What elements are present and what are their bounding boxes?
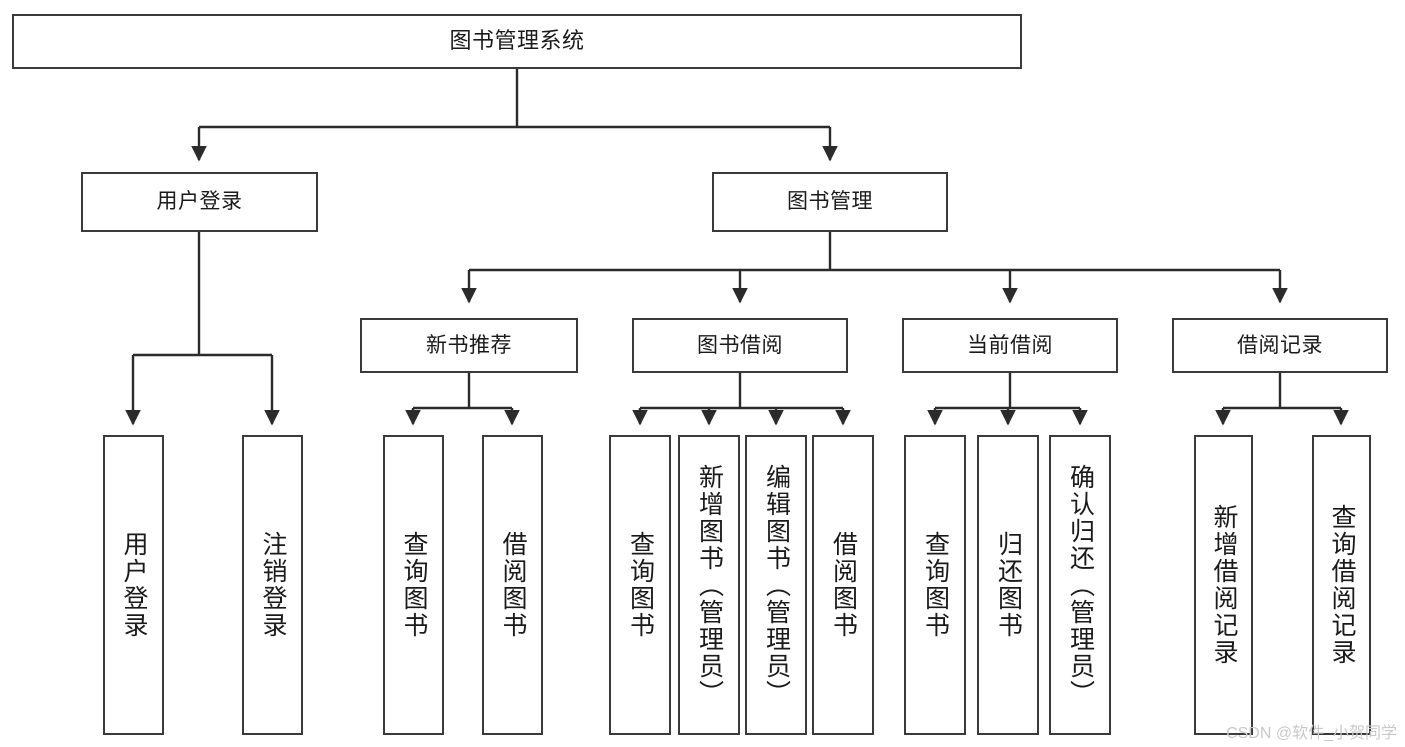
csdn-watermark: CSDN @软件_小贺同学 — [1226, 725, 1397, 742]
leaf-query-book-3-label: 查询图书 — [921, 531, 950, 639]
node-new-book-recommend-label: 新书推荐 — [426, 333, 512, 357]
leaf-return-book-label: 归还图书 — [994, 531, 1023, 639]
node-new-book-recommend[interactable]: 新书推荐 — [360, 318, 578, 373]
leaf-user-login-label: 用户登录 — [120, 531, 148, 639]
node-current-borrow[interactable]: 当前借阅 — [902, 318, 1118, 373]
leaf-borrow-book-2[interactable]: 借阅图书 — [812, 435, 874, 735]
leaf-borrow-book-1-label: 借阅图书 — [499, 531, 527, 639]
node-borrow-record[interactable]: 借阅记录 — [1172, 318, 1388, 373]
leaf-add-record[interactable]: 新增借阅记录 — [1194, 435, 1253, 735]
leaf-edit-book[interactable]: 编辑图书（管理员） — [745, 435, 807, 735]
node-book-manage-label: 图书管理 — [787, 190, 873, 214]
node-book-borrow-label: 图书借阅 — [697, 333, 783, 357]
node-root[interactable]: 图书管理系统 — [12, 14, 1022, 69]
leaf-logout[interactable]: 注销登录 — [242, 435, 303, 735]
leaf-edit-book-label: 编辑图书（管理员） — [762, 463, 791, 707]
leaf-confirm-return-label: 确认归还（管理员） — [1066, 463, 1095, 707]
leaf-query-book-1-label: 查询图书 — [400, 531, 428, 639]
node-user-login[interactable]: 用户登录 — [81, 172, 318, 232]
leaf-add-book[interactable]: 新增图书（管理员） — [678, 435, 740, 735]
node-current-borrow-label: 当前借阅 — [967, 333, 1053, 357]
node-book-manage[interactable]: 图书管理 — [712, 172, 948, 232]
leaf-query-book-2-label: 查询图书 — [626, 531, 655, 639]
node-borrow-record-label: 借阅记录 — [1237, 333, 1323, 357]
leaf-query-book-1[interactable]: 查询图书 — [383, 435, 444, 735]
leaf-borrow-book-2-label: 借阅图书 — [829, 531, 858, 639]
leaf-query-record-label: 查询借阅记录 — [1328, 504, 1356, 666]
leaf-query-book-3[interactable]: 查询图书 — [904, 435, 966, 735]
node-book-borrow[interactable]: 图书借阅 — [632, 318, 848, 373]
leaf-confirm-return[interactable]: 确认归还（管理员） — [1049, 435, 1111, 735]
node-root-label: 图书管理系统 — [449, 28, 585, 54]
leaf-borrow-book-1[interactable]: 借阅图书 — [482, 435, 543, 735]
leaf-user-login[interactable]: 用户登录 — [103, 435, 164, 735]
leaf-query-book-2[interactable]: 查询图书 — [609, 435, 671, 735]
leaf-query-record[interactable]: 查询借阅记录 — [1312, 435, 1371, 735]
leaf-return-book[interactable]: 归还图书 — [977, 435, 1039, 735]
leaf-logout-label: 注销登录 — [259, 531, 287, 639]
node-user-login-label: 用户登录 — [156, 190, 243, 214]
leaf-add-book-label: 新增图书（管理员） — [695, 463, 724, 707]
leaf-add-record-label: 新增借阅记录 — [1210, 504, 1238, 666]
